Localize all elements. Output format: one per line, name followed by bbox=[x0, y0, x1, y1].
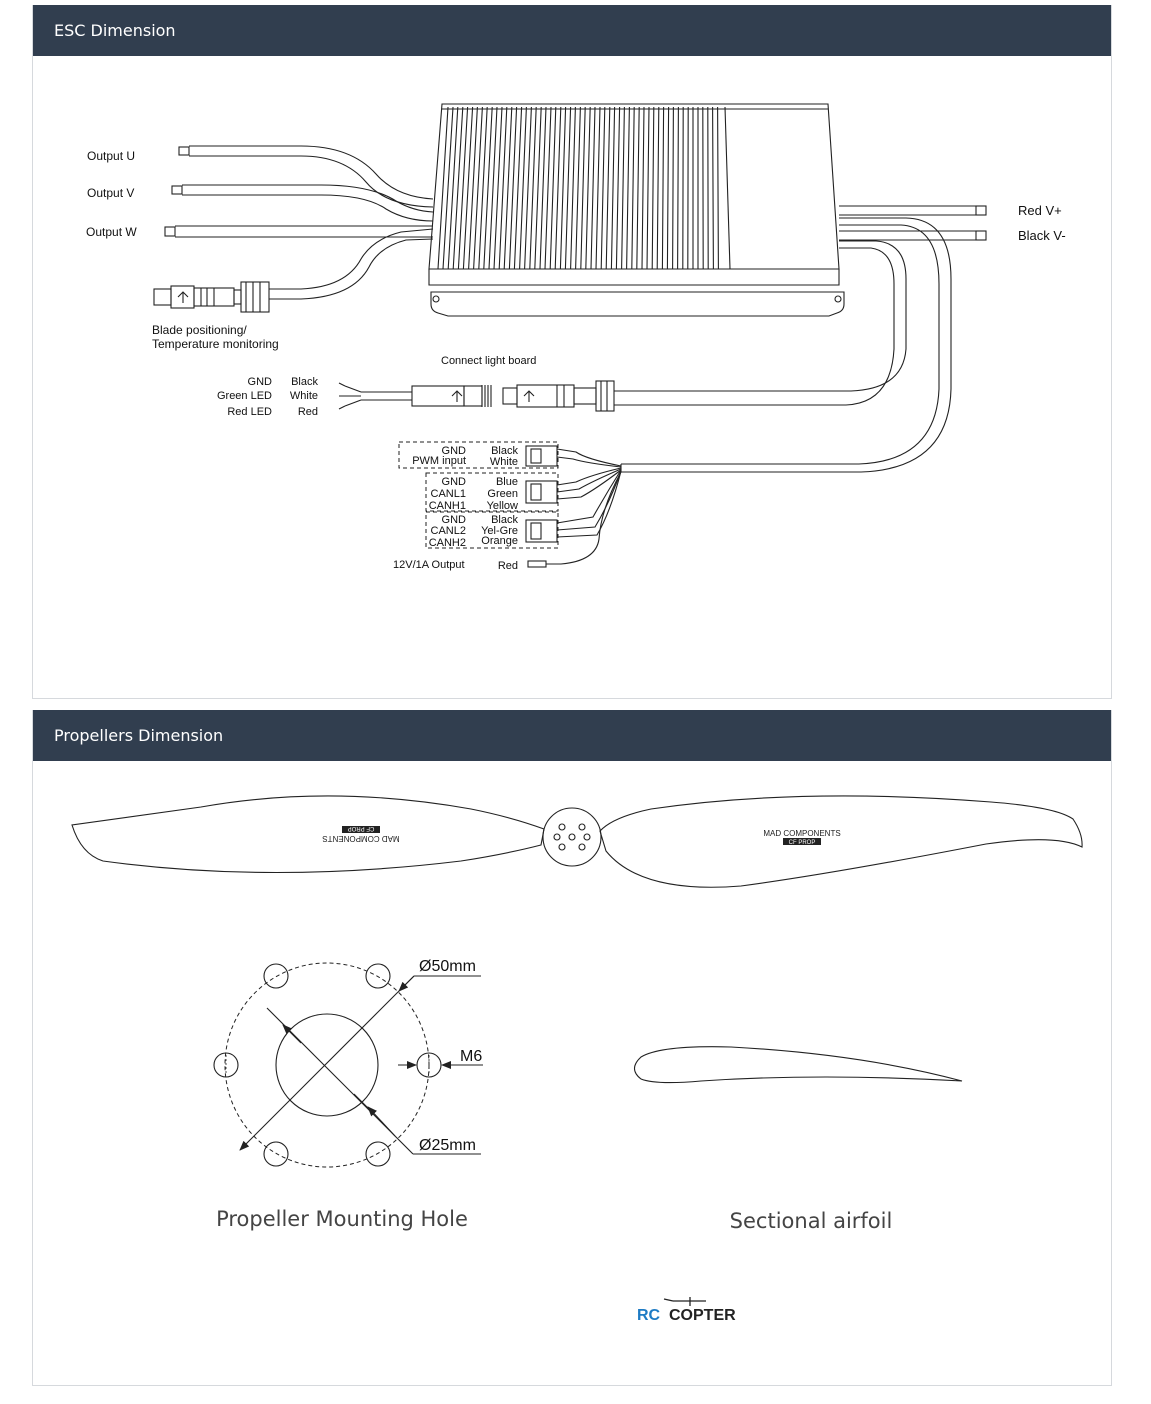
can1-left-canl1: CANL1 bbox=[431, 488, 466, 500]
can2-right-orange: Orange bbox=[481, 535, 518, 547]
can2-right-black: Black bbox=[491, 514, 518, 526]
heatsink-fin bbox=[508, 106, 523, 270]
pwm-right-white: White bbox=[490, 456, 518, 468]
heatsink-fin bbox=[661, 106, 670, 270]
can2-left-canh2: CANH2 bbox=[429, 537, 466, 549]
pwm-right-black: Black bbox=[491, 445, 518, 457]
heatsink-fin bbox=[549, 106, 562, 270]
rccopter-logo: RC COPTER bbox=[637, 1297, 736, 1324]
heatsink-fin bbox=[692, 107, 699, 269]
label-red-vplus: Red V+ bbox=[1018, 203, 1062, 218]
heatsink-fin bbox=[600, 106, 611, 270]
heatsink-fin bbox=[468, 106, 483, 270]
phase-wires bbox=[164, 145, 434, 300]
label-dim-25mm: Ø25mm bbox=[419, 1137, 476, 1154]
mounting-hole-diagram bbox=[213, 962, 483, 1168]
heatsink-fin bbox=[519, 106, 532, 270]
signal-cables bbox=[614, 217, 952, 473]
can1-right-yellow: Yellow bbox=[487, 500, 518, 512]
led-right-white: White bbox=[290, 390, 318, 402]
esc-diagram: Output U Output V Output W Red V+ Black … bbox=[86, 103, 1066, 572]
heatsink-fin bbox=[682, 106, 689, 270]
brand-left-sub: CF PROP bbox=[348, 825, 375, 831]
label-dim-m6: M6 bbox=[460, 1048, 482, 1065]
led-left-green: Green LED bbox=[217, 390, 272, 402]
led-left-red: Red LED bbox=[227, 406, 272, 418]
heatsink-fin bbox=[437, 106, 454, 270]
led-left-gnd: GND bbox=[248, 376, 273, 388]
heatsink-fin bbox=[631, 106, 640, 270]
propeller-blade-icon bbox=[71, 795, 1083, 888]
caption-mounting-hole: Propeller Mounting Hole bbox=[216, 1207, 468, 1231]
heatsink-fin bbox=[712, 106, 719, 270]
brand-right-name: MAD COMPONENTS bbox=[763, 829, 840, 838]
logo-copter: COPTER bbox=[669, 1307, 736, 1324]
heatsink-fin bbox=[672, 106, 679, 270]
heatsink-fin bbox=[610, 106, 621, 270]
label-output-w: Output W bbox=[86, 225, 137, 239]
heatsink-fin bbox=[651, 106, 660, 270]
pwm-left-gnd: GND bbox=[442, 445, 467, 457]
prop-panel-title: Propellers Dimension bbox=[33, 710, 1111, 761]
heatsink-fin bbox=[559, 106, 572, 270]
esc-body bbox=[428, 103, 845, 317]
caption-airfoil: Sectional airfoil bbox=[730, 1209, 893, 1233]
can2-left-canl2: CANL2 bbox=[431, 525, 466, 537]
label-blade-line1: Blade positioning/ bbox=[152, 323, 247, 337]
heatsink-fin bbox=[457, 106, 474, 270]
heatsink-fin bbox=[488, 106, 503, 270]
heatsink-fin bbox=[570, 106, 581, 270]
heatsink-fin bbox=[590, 106, 601, 270]
heatsink-fin bbox=[447, 106, 464, 270]
led-right-black: Black bbox=[291, 376, 318, 388]
jst-connectors bbox=[398, 441, 622, 568]
label-dim-50mm: Ø50mm bbox=[419, 958, 476, 975]
blade-connector-icon bbox=[153, 281, 270, 313]
heatsink-fin bbox=[641, 106, 650, 270]
can1-left-gnd: GND bbox=[442, 476, 467, 488]
esc-panel-title: ESC Dimension bbox=[33, 5, 1111, 56]
label-output-v: Output V bbox=[87, 186, 134, 200]
power-wires bbox=[839, 205, 987, 241]
pwm-left-input: PWM input bbox=[412, 455, 466, 467]
heatsink-fin bbox=[529, 106, 542, 270]
heatsink-fin bbox=[539, 106, 552, 270]
heatsink-fin bbox=[702, 106, 709, 270]
label-12v-color: Red bbox=[498, 560, 518, 572]
esc-dimension-panel: ESC Dimension bbox=[32, 5, 1112, 699]
label-connect-light-board: Connect light board bbox=[441, 355, 536, 367]
label-output-u: Output U bbox=[87, 149, 135, 163]
label-black-vminus: Black V- bbox=[1018, 228, 1066, 243]
can1-left-canh1: CANH1 bbox=[429, 500, 466, 512]
led-right-red: Red bbox=[298, 406, 318, 418]
can2-right-yelgre: Yel-Gre bbox=[481, 525, 518, 537]
heatsink-fin bbox=[621, 106, 630, 270]
can2-left-gnd: GND bbox=[442, 514, 467, 526]
blade-brand-right: MAD COMPONENTS CF PROP bbox=[763, 829, 840, 846]
can1-right-green: Green bbox=[487, 488, 518, 500]
light-board-connector-icon bbox=[338, 380, 615, 412]
can1-right-blue: Blue bbox=[496, 476, 518, 488]
airfoil-section-icon bbox=[633, 1046, 963, 1084]
brand-right-sub: CF PROP bbox=[789, 840, 816, 846]
brand-left-name: MAD COMPONENTS bbox=[322, 834, 399, 843]
label-blade-line2: Temperature monitoring bbox=[152, 337, 279, 351]
heatsink-fin bbox=[580, 106, 591, 270]
propeller-dimension-panel: Propellers Dimension MAD COMPONENTS CF P… bbox=[32, 710, 1112, 1386]
heatsink-fin bbox=[478, 106, 493, 270]
heatsink-fin bbox=[498, 106, 513, 270]
logo-rc: RC bbox=[637, 1307, 661, 1324]
propeller-diagram: MAD COMPONENTS CF PROP MAD COMPONENTS CF… bbox=[71, 795, 1083, 1324]
blade-brand-left: MAD COMPONENTS CF PROP bbox=[322, 825, 399, 843]
label-12v-output: 12V/1A Output bbox=[393, 559, 465, 571]
